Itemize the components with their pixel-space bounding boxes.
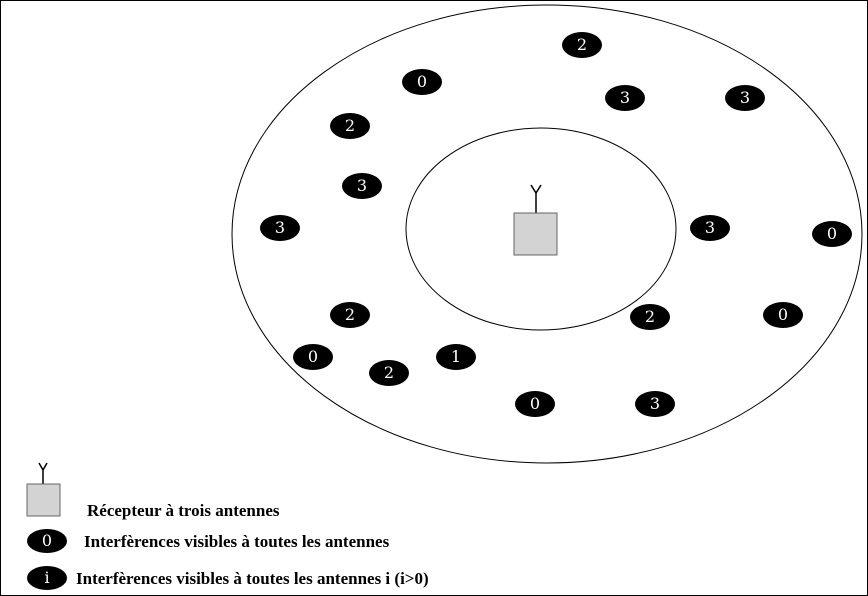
interferer-node-label: 0 (530, 394, 540, 413)
interferer-node-shape (635, 391, 675, 417)
interferer-node-label: 2 (577, 35, 587, 54)
interferer-node: 2 (630, 304, 670, 330)
interferer-node-shape (260, 215, 300, 241)
interferer-node-label: 3 (357, 176, 367, 195)
legend-zero-node (27, 529, 67, 553)
interferer-node-shape (293, 344, 333, 370)
interferer-node: 2 (562, 32, 602, 58)
interferer-node-label: 3 (740, 88, 750, 107)
interferer-node: 3 (725, 85, 765, 111)
interferer-node-shape (342, 173, 382, 199)
interferer-node-label: 3 (275, 218, 285, 237)
interferer-node-label: 2 (345, 305, 355, 324)
interferer-node: 0 (812, 221, 852, 247)
interferer-node-label: 3 (620, 88, 630, 107)
legend-zero-label: Interfèrences visibles à toutes les ante… (84, 532, 390, 551)
interferer-node: 1 (436, 344, 476, 370)
interferer-node-label: 1 (451, 347, 461, 366)
interferer-node-label: 3 (650, 394, 660, 413)
interferer-node: 0 (515, 391, 555, 417)
interferer-node-shape (630, 304, 670, 330)
interferer-node-shape (330, 113, 370, 139)
interferer-node: 3 (635, 391, 675, 417)
outer-zone-ellipse (231, 4, 863, 464)
interferer-node-shape (812, 221, 852, 247)
interferer-node-shape (562, 32, 602, 58)
legend-zero-symbol: 0 (42, 531, 52, 550)
interferer-node: 3 (605, 85, 645, 111)
legend-i-label: Interfèrences visibles à toutes les ante… (76, 569, 429, 588)
interferer-nodes: 2 0 3 3 2 3 3 3 0 2 2 0 0 1 2 0 3 (260, 32, 852, 417)
interferer-node: 0 (763, 302, 803, 328)
interferer-node-shape (515, 391, 555, 417)
legend-i-node (27, 566, 67, 590)
interferer-node: 2 (330, 113, 370, 139)
interferer-node-shape (605, 85, 645, 111)
interferer-node-shape (763, 302, 803, 328)
legend-receiver-label: Récepteur à trois antennes (87, 501, 280, 520)
interferer-node: 0 (293, 344, 333, 370)
interferer-node-label: 2 (384, 363, 394, 382)
interferer-node-label: 2 (345, 116, 355, 135)
interferer-node-shape (402, 69, 442, 95)
interferer-node-shape (330, 302, 370, 328)
interferer-node-label: 0 (778, 305, 788, 324)
interferer-node-shape (369, 360, 409, 386)
interferer-node-label: 0 (308, 347, 318, 366)
interferer-node: 2 (330, 302, 370, 328)
interferer-node-shape (436, 344, 476, 370)
interferer-node-label: 0 (417, 72, 427, 91)
interferer-node-label: 3 (705, 218, 715, 237)
interferer-node: 3 (690, 215, 730, 241)
legend: Récepteur à trois antennes 0 Interfèrenc… (26, 462, 429, 590)
interferer-node: 0 (402, 69, 442, 95)
interferer-node-shape (690, 215, 730, 241)
interferer-node-label: 0 (827, 224, 837, 243)
interferer-node: 2 (369, 360, 409, 386)
legend-receiver-icon (26, 462, 61, 517)
inner-zone-ellipse (405, 127, 677, 331)
legend-i-symbol: i (44, 568, 49, 587)
receiver-icon (513, 184, 558, 256)
interferer-node: 3 (342, 173, 382, 199)
interferer-node: 3 (260, 215, 300, 241)
interferer-node-label: 2 (645, 307, 655, 326)
interferer-node-shape (725, 85, 765, 111)
